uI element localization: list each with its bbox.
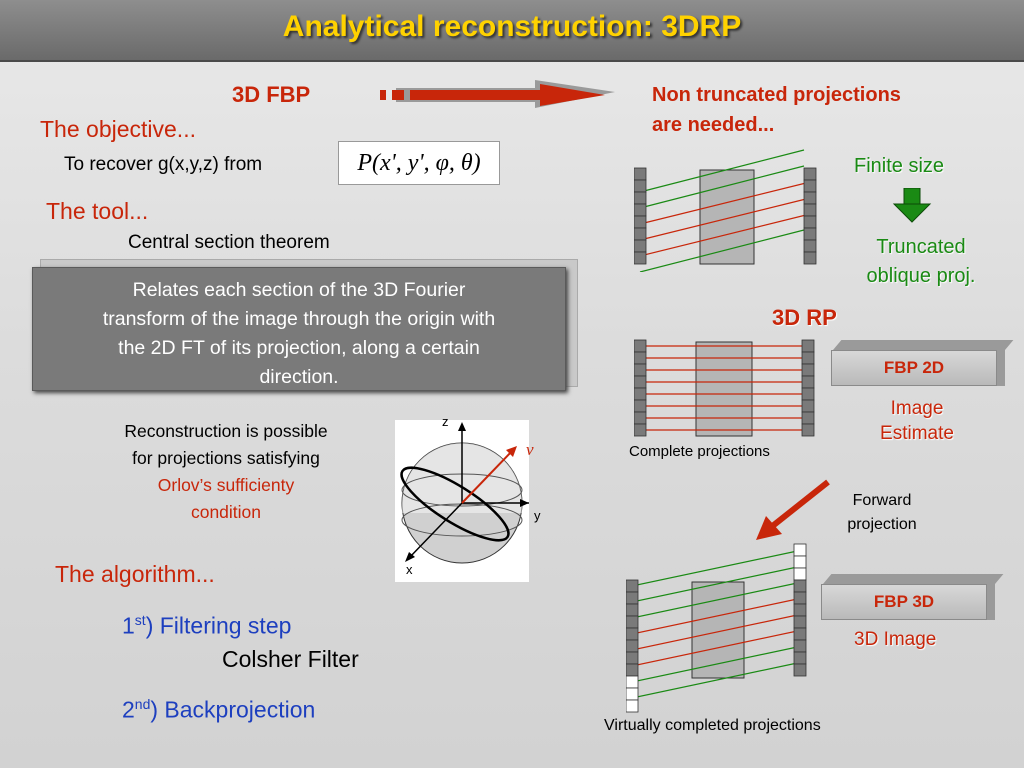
image-estimate-label: Image Estimate bbox=[858, 396, 976, 446]
arrow-diagonal-icon bbox=[756, 479, 830, 540]
orlov-line: condition bbox=[190, 502, 262, 522]
label-line: Truncated bbox=[876, 236, 966, 258]
title-bar bbox=[0, 0, 1024, 62]
arrow-right-icon bbox=[380, 80, 615, 108]
axis-label-y: y bbox=[534, 508, 541, 523]
algorithm-heading: The algorithm... bbox=[55, 561, 215, 587]
virtual-projections-label: Virtually completed projections bbox=[604, 717, 821, 734]
fbp3d-box-side bbox=[985, 574, 995, 620]
axis-label-x: x bbox=[406, 562, 413, 577]
complete-projections-diagram bbox=[634, 339, 815, 437]
axis-label-nu: ν bbox=[526, 440, 534, 459]
fbp3d-box-top bbox=[823, 574, 1004, 584]
tool-line: the 2D FT of its projection, along a cer… bbox=[118, 337, 480, 359]
slide-title: Analytical reconstruction: 3DRP bbox=[282, 10, 742, 43]
tool-line: Relates each section of the 3D Fourier bbox=[132, 279, 466, 301]
axis-label-z: z bbox=[442, 414, 449, 429]
fbp-heading: 3D FBP bbox=[232, 82, 311, 107]
label-line: projection bbox=[847, 516, 917, 533]
non-truncated-note: Non truncated projections are needed... bbox=[652, 80, 901, 140]
forward-projection-label: Forward projection bbox=[836, 489, 928, 537]
fbp2d-box-side bbox=[995, 340, 1005, 386]
label-line: Forward bbox=[852, 492, 912, 509]
label-line: Image bbox=[890, 398, 944, 419]
tool-name: Central section theorem bbox=[128, 232, 330, 253]
oblique-projections-diagram bbox=[634, 149, 817, 272]
truncated-oblique-label: Truncated oblique proj. bbox=[850, 233, 992, 291]
label-line: Estimate bbox=[880, 423, 954, 444]
complete-projections-label: Complete projections bbox=[629, 443, 770, 460]
step-ordinal: nd bbox=[134, 696, 151, 712]
tool-line: transform of the image through the origi… bbox=[102, 308, 496, 330]
fbp2d-box: FBP 2D bbox=[831, 350, 997, 386]
projection-formula: P(x', y', φ, θ) bbox=[338, 141, 500, 185]
step-number: 1 bbox=[122, 612, 135, 639]
step-text: ) Filtering step bbox=[145, 612, 292, 639]
objective-heading: The objective... bbox=[40, 116, 196, 142]
fbp3d-box: FBP 3D bbox=[821, 584, 987, 620]
objective-text: To recover g(x,y,z) from bbox=[64, 154, 263, 175]
algorithm-step-2: 2nd) Backprojection bbox=[122, 696, 315, 724]
virtual-projections-diagram bbox=[626, 543, 807, 713]
recon-line: for projections satisfying bbox=[132, 448, 320, 468]
note-line: Non truncated projections bbox=[652, 84, 901, 106]
image-3d-label: 3D Image bbox=[854, 629, 937, 650]
recon-line: Reconstruction is possible bbox=[124, 421, 328, 441]
orlov-line: Orlov’s sufficienty bbox=[157, 475, 295, 495]
step-ordinal: st bbox=[134, 612, 146, 628]
tool-description-box: Relates each section of the 3D Fourier t… bbox=[32, 267, 566, 391]
orlov-sphere-diagram bbox=[395, 420, 529, 582]
reconstruction-note: Reconstruction is possible for projectio… bbox=[80, 418, 372, 526]
note-line: are needed... bbox=[652, 114, 775, 136]
step-text: ) Backprojection bbox=[150, 696, 316, 723]
arrow-down-icon bbox=[892, 188, 932, 223]
colsher-filter: Colsher Filter bbox=[222, 646, 359, 672]
rp-heading: 3D RP bbox=[772, 305, 837, 330]
step-number: 2 bbox=[122, 696, 135, 723]
tool-heading: The tool... bbox=[46, 198, 149, 224]
algorithm-step-1: 1st) Filtering step bbox=[122, 612, 291, 640]
finite-size-label: Finite size bbox=[854, 155, 945, 177]
fbp2d-box-top bbox=[833, 340, 1014, 350]
label-line: oblique proj. bbox=[866, 265, 976, 287]
tool-line: direction. bbox=[259, 366, 339, 388]
